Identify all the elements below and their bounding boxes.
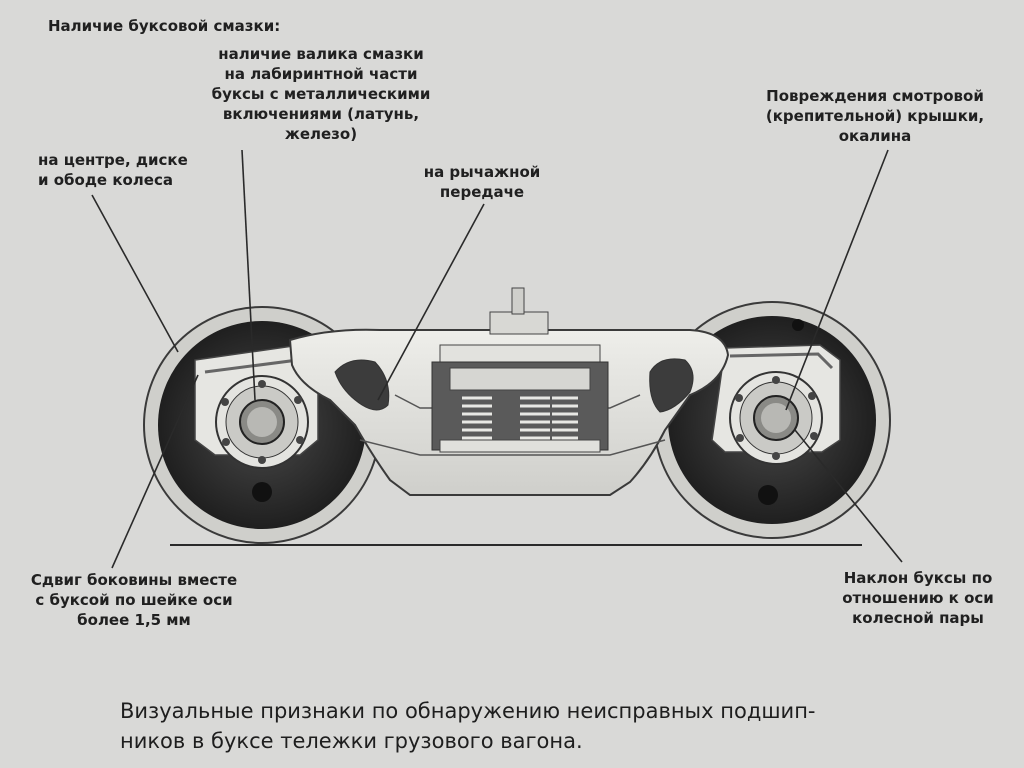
leader-roller	[241, 149, 256, 401]
leader-tilt	[794, 429, 903, 563]
label-wheel-center: на центре, диске и ободе колеса	[38, 151, 188, 189]
leader-side-frame	[111, 374, 199, 569]
leader-lever	[377, 203, 485, 401]
springs	[462, 396, 578, 440]
label-side-frame-shift: Сдвиг боковины вместе с буксой по шейке …	[30, 571, 238, 629]
right-axle-box	[729, 371, 823, 465]
leader-cover	[785, 149, 889, 411]
label-axlebox-tilt: Наклон буксы по отношению к оси колесной…	[842, 569, 994, 627]
bolster	[431, 287, 609, 453]
caption: Визуальные признаки по обнаружению неисп…	[120, 699, 816, 753]
label-lubricant-header: Наличие буксовой смазки:	[48, 17, 281, 35]
leader-wheel-center	[91, 194, 179, 353]
left-axle-box	[215, 375, 309, 469]
leader-lines	[91, 149, 903, 569]
label-lever: на рычажной передаче	[423, 163, 541, 201]
label-cover-damage: Повреждения смотровой (крепительной) кры…	[765, 87, 985, 145]
label-roller: наличие валика смазки на лабиринтной час…	[211, 45, 431, 143]
